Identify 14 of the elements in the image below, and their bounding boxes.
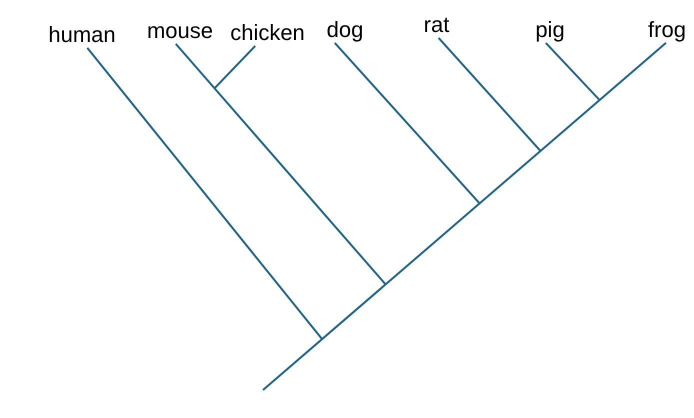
taxon-label: chicken bbox=[230, 21, 305, 46]
taxon-label: human bbox=[48, 23, 116, 48]
branch-line bbox=[86, 47, 323, 340]
taxon-label: mouse bbox=[146, 19, 214, 44]
branch-line bbox=[262, 42, 667, 391]
taxon-label: pig bbox=[535, 18, 565, 42]
branch-line bbox=[438, 37, 541, 152]
taxon-label: dog bbox=[326, 18, 364, 42]
branch-line bbox=[175, 43, 386, 285]
branch-line bbox=[214, 45, 256, 90]
branch-line bbox=[334, 42, 480, 204]
branch-line bbox=[545, 42, 600, 101]
taxon-label: rat bbox=[424, 13, 450, 38]
taxon-label: frog bbox=[648, 18, 686, 42]
